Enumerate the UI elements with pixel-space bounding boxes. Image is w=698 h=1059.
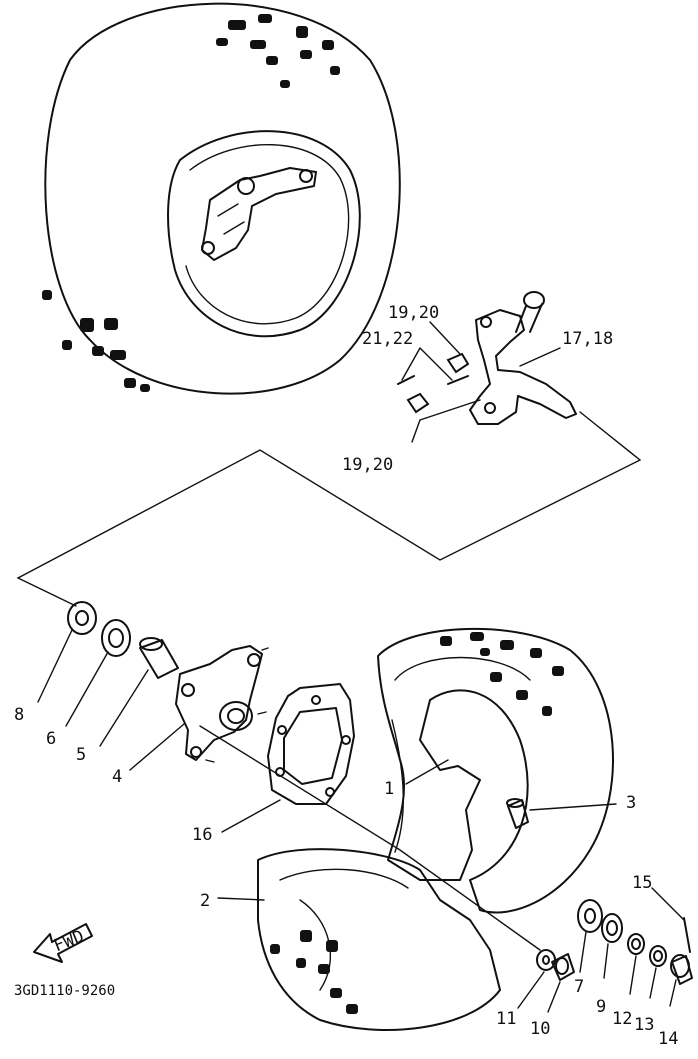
label-19-20-top: 19,20 xyxy=(388,303,439,323)
cotter-pin-15 xyxy=(683,917,691,953)
label-12: 12 xyxy=(612,1009,632,1029)
steering-knuckle xyxy=(469,291,577,425)
fwd-label: FWD xyxy=(51,926,87,956)
label-16: 16 xyxy=(192,825,212,845)
label-9: 9 xyxy=(596,997,606,1017)
label-5: 5 xyxy=(76,745,86,765)
fwd-arrow-icon: FWD xyxy=(33,923,93,963)
reference-line-hub xyxy=(199,725,541,951)
label-14: 14 xyxy=(658,1029,678,1049)
valve xyxy=(506,798,529,829)
cotter-pin xyxy=(397,375,469,385)
reference-line xyxy=(16,411,642,607)
label-13: 13 xyxy=(634,1015,654,1035)
castle-nut xyxy=(406,352,470,414)
washer-13 xyxy=(649,945,667,967)
cap-14 xyxy=(670,954,693,985)
label-3: 3 xyxy=(626,793,636,813)
label-10: 10 xyxy=(530,1019,550,1039)
label-11: 11 xyxy=(496,1009,516,1029)
label-21-22: 21,22 xyxy=(362,329,413,349)
leader-lines xyxy=(37,629,685,1013)
rim-half-upper xyxy=(377,627,614,914)
washer-12 xyxy=(627,933,645,955)
leader-lines-upper xyxy=(401,321,561,443)
seal-9 xyxy=(601,913,623,943)
bearing-7 xyxy=(577,899,603,933)
bearing xyxy=(101,619,131,657)
spacer-collar xyxy=(139,637,179,679)
label-17-18: 17,18 xyxy=(562,329,613,349)
label-6: 6 xyxy=(46,729,56,749)
front-hub xyxy=(175,645,269,763)
label-8: 8 xyxy=(14,705,24,725)
nut-10 xyxy=(551,953,575,981)
label-7: 7 xyxy=(574,977,584,997)
oil-seal xyxy=(67,601,97,635)
rim-plate xyxy=(267,683,355,805)
diagram-code: 3GD1110-9260 xyxy=(14,983,115,999)
rim-half-lower xyxy=(257,848,501,1031)
label-1: 1 xyxy=(384,779,394,799)
assembled-wheel-upper xyxy=(42,2,401,395)
label-4: 4 xyxy=(112,767,122,787)
washer-11 xyxy=(536,949,556,971)
label-15: 15 xyxy=(632,873,652,893)
label-19-20-bottom: 19,20 xyxy=(342,455,393,475)
label-2: 2 xyxy=(200,891,210,911)
part-labels: 19,20 21,22 17,18 19,20 8 6 5 4 16 1 3 2… xyxy=(14,303,678,1049)
